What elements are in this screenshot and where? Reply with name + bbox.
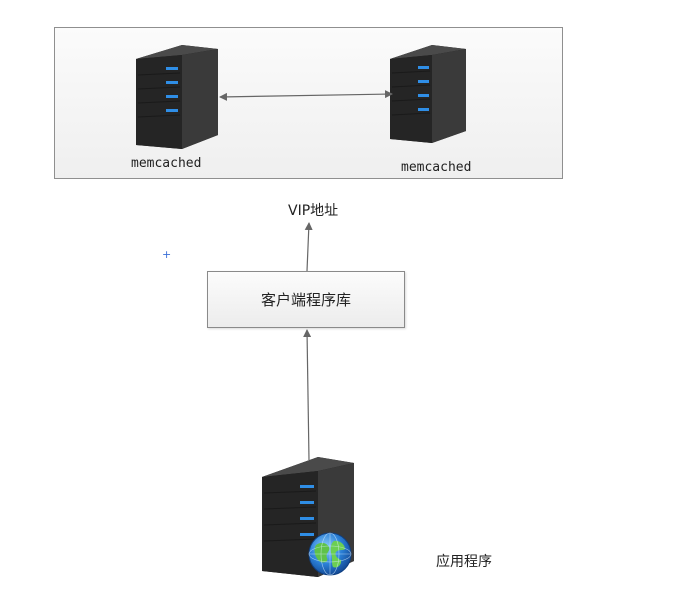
replication-arrow [219,90,393,101]
globe-icon [307,531,353,577]
server-left-label: memcached [131,156,202,171]
application-label: 应用程序 [436,554,492,570]
server-right-label: memcached [401,160,472,175]
client-to-vip-arrow [304,222,313,272]
client-library-box: 客户端程序库 [207,271,405,328]
server-icon [390,45,468,145]
client-library-label: 客户端程序库 [260,291,351,309]
server-icon [136,45,220,151]
app-to-client-arrow [303,329,312,461]
vip-address-label: VIP地址 [288,203,339,219]
cursor-crosshair-icon: + [162,248,172,261]
